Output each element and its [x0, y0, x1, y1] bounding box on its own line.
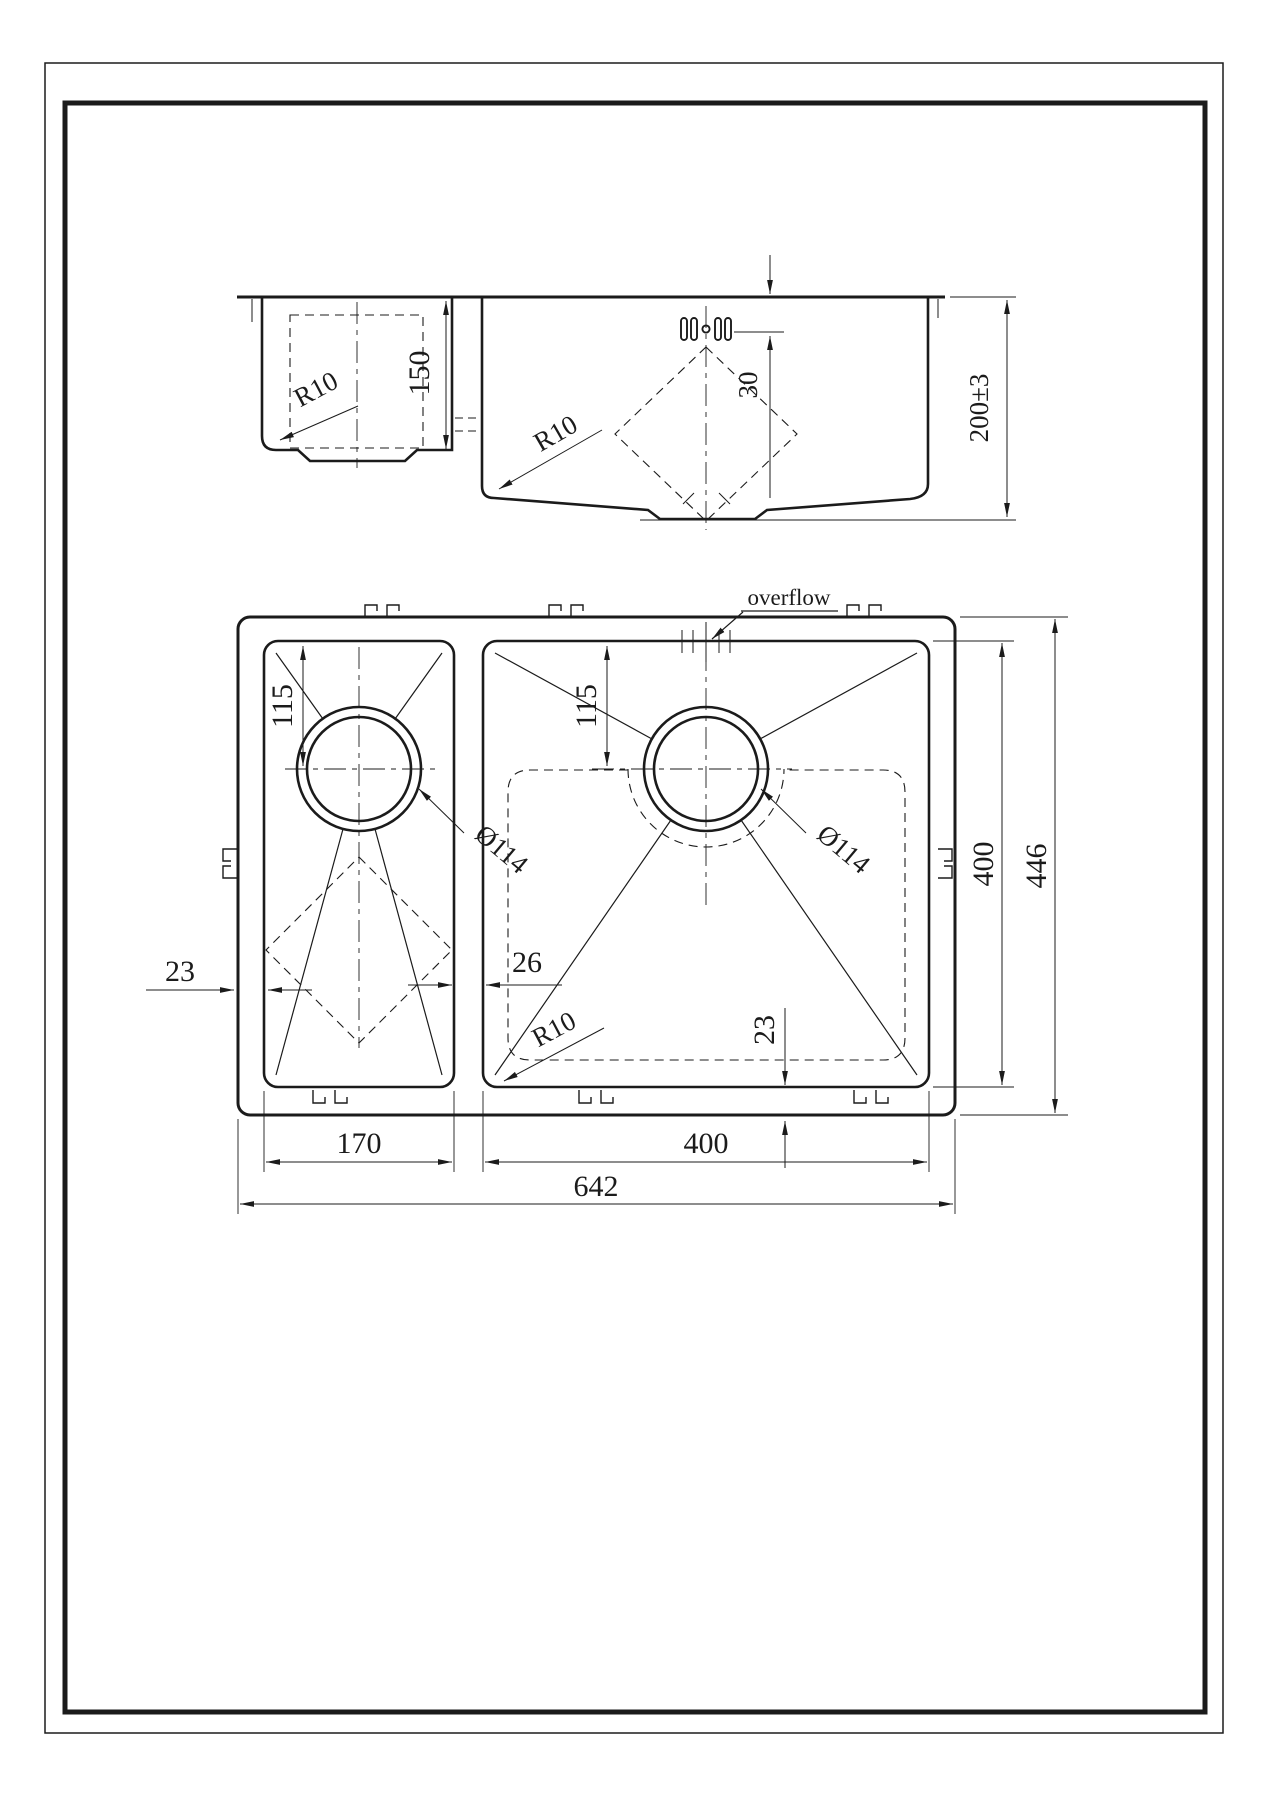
radius-label-small-front: R10	[289, 365, 343, 413]
drain-dia-leader-left	[418, 788, 465, 834]
dim-446-label: 446	[1020, 844, 1053, 889]
mounting-clips	[222, 604, 953, 1104]
dimension-overall-depth	[640, 296, 1016, 521]
small-bowl-profile	[260, 297, 454, 463]
dim-400-right-label: 400	[967, 842, 1000, 887]
divider-hidden-edge	[455, 417, 481, 432]
radius-leader-small	[279, 405, 359, 441]
overflow-callout	[711, 610, 838, 640]
dim-115-right-label: 115	[570, 684, 603, 728]
drain-hatch-icon	[682, 492, 731, 505]
dimension-overflow-offset	[734, 255, 784, 498]
front-view	[237, 255, 1016, 530]
large-bowl-profile	[480, 297, 930, 521]
extension-lines-right	[933, 616, 1068, 1116]
dim-23-left-label: 23	[165, 955, 195, 988]
radius-leader-large	[498, 429, 603, 490]
radius-leader-plan	[503, 1027, 605, 1082]
dim-170-label: 170	[337, 1127, 382, 1160]
overflow-holes-icon	[680, 317, 732, 341]
dim-26-label: 26	[512, 946, 542, 979]
extension-lines-bottom	[237, 1091, 956, 1214]
small-bowl-base-hidden	[289, 314, 424, 449]
dim-200-label: 200±3	[964, 374, 994, 443]
centerlines	[285, 647, 792, 1048]
radius-label-plan: R10	[527, 1005, 581, 1053]
sheet-border	[44, 62, 1224, 1734]
rim-outline	[236, 615, 957, 1117]
dim-23-right-label: 23	[748, 1015, 781, 1045]
dim-642-label: 642	[574, 1170, 619, 1203]
dim-115-left-label: 115	[266, 684, 299, 728]
overflow-slot-icon	[681, 622, 731, 662]
plan-view	[146, 604, 1068, 1214]
dim-400-bottom-label: 400	[684, 1127, 729, 1160]
drain-dia-leader-right	[760, 788, 807, 834]
small-bowl-outline	[262, 639, 456, 1089]
dim-150-label: 150	[403, 351, 436, 396]
drain-dia-left-label: Ø114	[470, 819, 535, 880]
radius-label-large-front: R10	[529, 409, 583, 457]
large-bowl-base-hidden-diamond	[614, 346, 798, 522]
overflow-label: overflow	[747, 585, 830, 610]
bowl-crease-lines	[275, 652, 918, 1076]
drain-dia-right-label: Ø114	[812, 819, 877, 880]
dim-30-label: 30	[733, 372, 763, 399]
